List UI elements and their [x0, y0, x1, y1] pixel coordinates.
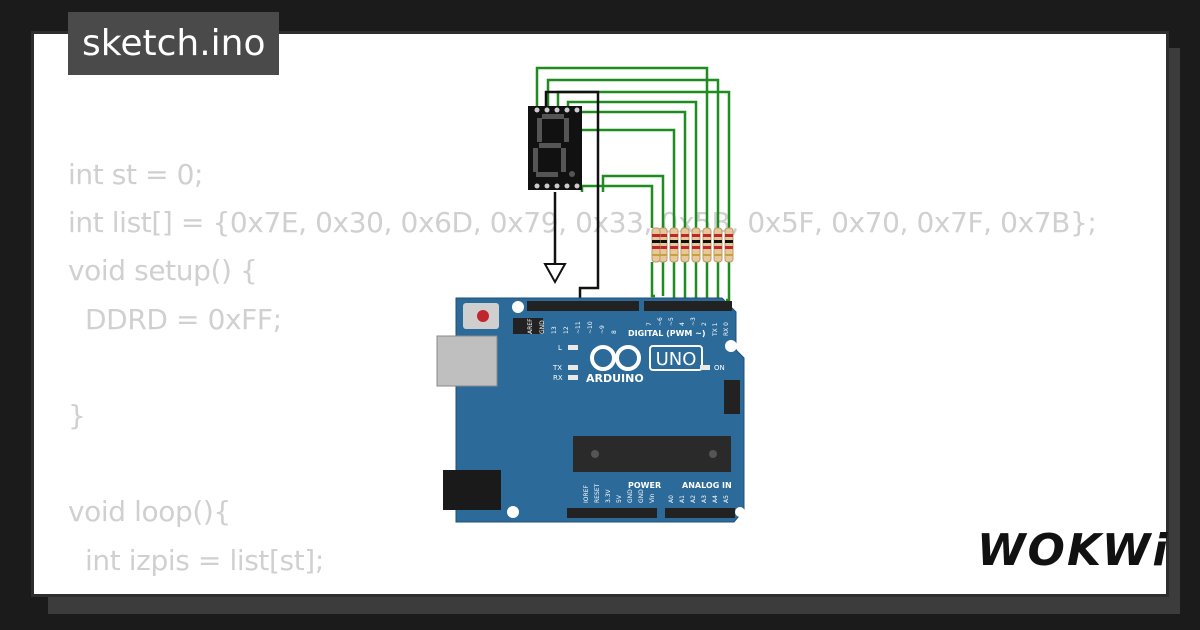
resistor — [669, 227, 679, 263]
display-pins — [534, 107, 580, 189]
board-brand-label: ARDUINO — [586, 372, 644, 385]
display-segments — [533, 114, 575, 177]
led-on-label: ON — [714, 364, 725, 372]
code-line-6: } — [68, 398, 86, 432]
pin-label: 3.3V — [605, 488, 612, 503]
digital-header-right[interactable] — [644, 301, 732, 311]
led-l — [568, 345, 578, 350]
pin-label: A0 — [668, 495, 675, 503]
pin-label: A4 — [712, 495, 719, 503]
pin-label: TX 1 — [712, 322, 719, 337]
pin-label: ~6 — [657, 317, 664, 326]
wires — [535, 66, 731, 302]
pin-label: RX 0 — [723, 322, 730, 336]
mount-hole — [735, 507, 745, 517]
code-line-4: DDRD = 0xFF; — [68, 302, 282, 336]
pin-label: GND — [638, 489, 645, 503]
pin-label: 4 — [679, 322, 686, 326]
pin-label: A5 — [723, 495, 730, 503]
pin-label: Vin — [649, 493, 656, 503]
pin-label: A2 — [690, 495, 697, 503]
power-header[interactable] — [567, 508, 657, 518]
code-line-3: void setup() { — [68, 254, 258, 288]
ground-symbol — [543, 263, 567, 285]
pin-label: 8 — [611, 330, 618, 334]
usb-connector — [436, 335, 498, 387]
code-snippet: int st = 0; int list[] = {0x7E, 0x30, 0x6… — [68, 151, 1097, 594]
pin-label: 2 — [701, 322, 708, 326]
led-rx-label: RX — [553, 374, 563, 382]
digital-pins-label: DIGITAL (PWM ~) — [628, 329, 706, 338]
pin-label: ~3 — [690, 317, 697, 326]
uno-badge — [649, 345, 703, 371]
pin-label: GND — [539, 320, 546, 334]
mount-hole — [725, 340, 737, 352]
pin-label: 13 — [551, 326, 558, 334]
resistor — [724, 227, 734, 263]
pin-label: ~10 — [587, 321, 594, 334]
pin-label: AREF — [527, 318, 534, 334]
pin-label: A3 — [701, 495, 708, 503]
seven-segment-display[interactable] — [528, 106, 582, 190]
pin-label: GND — [627, 489, 634, 503]
pin-label: ~5 — [668, 317, 675, 326]
code-line-1: int st = 0; — [68, 158, 204, 191]
pin-label: 7 — [646, 322, 653, 326]
mount-hole — [507, 506, 519, 518]
icsp-header — [513, 318, 543, 334]
led-tx — [568, 365, 578, 370]
led-tx-label: TX — [552, 364, 562, 372]
led-l-label: L — [558, 344, 562, 352]
resistor — [702, 227, 712, 263]
resistor — [691, 227, 701, 263]
analog-in-label: ANALOG IN — [682, 481, 732, 490]
code-line-10: PORTD = izpis; — [68, 585, 1096, 594]
sketch-filename-tab[interactable]: sketch.ino — [68, 12, 280, 75]
pin-label: IOREF — [583, 485, 590, 503]
board-model-label: UNO — [656, 349, 697, 370]
resistor — [713, 227, 723, 263]
atmega-chip — [573, 436, 731, 472]
power-label: POWER — [628, 481, 661, 490]
resistor — [651, 227, 661, 263]
digital-header-left[interactable] — [527, 301, 639, 311]
code-line-9: int izpis = list[st]; — [68, 543, 324, 577]
pin-label: ~9 — [599, 325, 606, 334]
code-line-2: int list[] = {0x7E, 0x30, 0x6D, 0x79, 0x… — [68, 206, 1097, 240]
icsp-header-2 — [724, 380, 740, 414]
pin-label: ~11 — [575, 321, 582, 334]
power-jack — [443, 470, 501, 510]
reset-button-cap[interactable] — [477, 310, 489, 322]
black-wires — [544, 90, 600, 300]
analog-header[interactable] — [665, 508, 735, 518]
led-rx — [568, 375, 578, 380]
pin-label: 5V — [616, 494, 623, 503]
arduino-infinity-icon — [590, 345, 641, 371]
pin-label: A1 — [679, 495, 686, 503]
led-on — [700, 365, 710, 370]
code-line-8: void loop(){ — [68, 495, 231, 529]
wokwi-logo: WOKWi — [977, 525, 1170, 576]
mount-hole — [512, 301, 524, 313]
resistor — [680, 227, 690, 263]
arduino-uno-board[interactable]: UNO ARDUINO DIGITAL (PWM ~) ANALOG IN PO… — [436, 297, 745, 523]
resistor-array[interactable] — [651, 227, 734, 263]
pin-label: RESET — [594, 483, 601, 503]
pin-label: 12 — [563, 326, 570, 334]
